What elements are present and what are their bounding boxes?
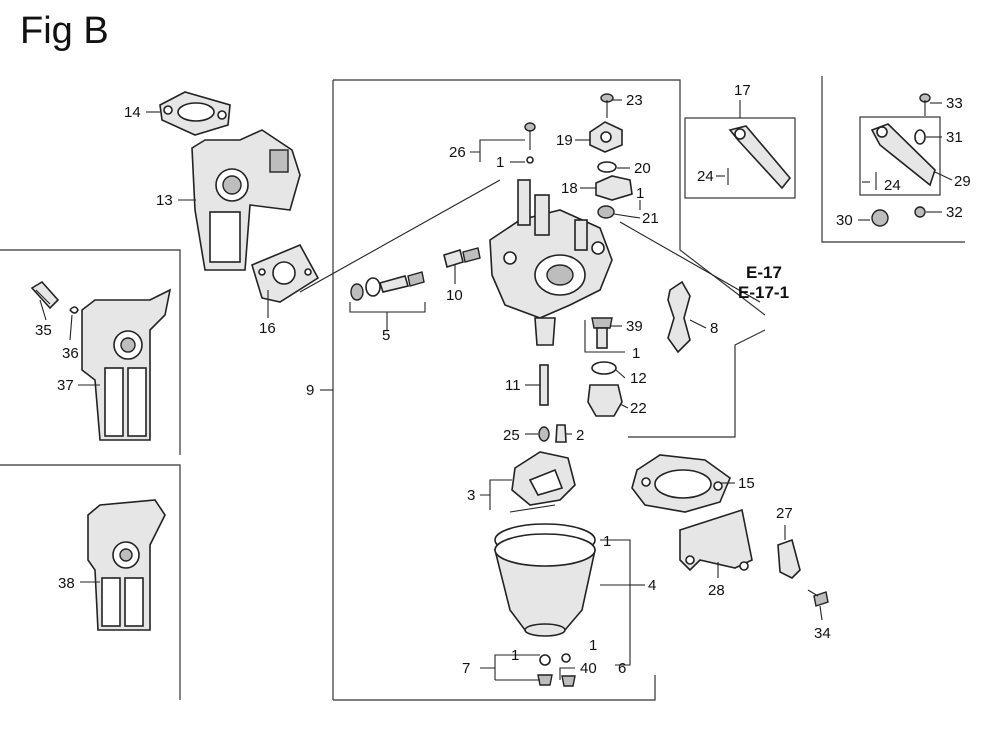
part-12-o-ring xyxy=(591,361,617,375)
part-34-bolt xyxy=(807,589,829,607)
part-13-insulator-bracket xyxy=(191,129,301,271)
part-27-lever xyxy=(777,538,801,579)
callout-15: 15 xyxy=(738,475,755,492)
leader-lines xyxy=(39,99,953,681)
part-22-cap xyxy=(587,384,623,417)
reference-e17: E-17 xyxy=(746,263,782,282)
part-35-spring xyxy=(30,280,60,310)
callout-40: 40 xyxy=(580,660,597,677)
part-25-jet xyxy=(538,426,550,442)
callout-25: 25 xyxy=(503,427,520,444)
bracket-variant-frames xyxy=(0,249,181,700)
callout-38: 38 xyxy=(58,575,75,592)
part-18-diaphragm-holder xyxy=(595,175,633,201)
callout-13: 13 xyxy=(156,192,173,209)
part-10-throttle-stop-screw xyxy=(443,247,481,269)
callout-3: 3 xyxy=(467,487,475,504)
callout-35: 35 xyxy=(35,322,52,339)
part-33-screw xyxy=(919,93,931,116)
callout-22: 22 xyxy=(630,400,647,417)
part-8-gasket xyxy=(667,280,691,354)
callout-39: 39 xyxy=(626,318,643,335)
part-7-drain-bolt xyxy=(537,654,553,686)
callout-36: 36 xyxy=(62,345,79,362)
figure-title: Fig B xyxy=(20,10,109,52)
part-31-washer xyxy=(914,129,926,145)
part-37-bracket xyxy=(81,288,172,441)
callout-32: 32 xyxy=(946,204,963,221)
callout-26: 26 xyxy=(449,144,466,161)
part-5-pilot-screw-set xyxy=(350,271,425,301)
callout-10: 10 xyxy=(446,287,463,304)
callout-7: 7 xyxy=(462,660,470,677)
callout-1-gasket: 1 xyxy=(603,533,611,550)
part-40-screw xyxy=(561,653,576,687)
callout-1-screw: 1 xyxy=(589,637,597,654)
callout-31: 31 xyxy=(946,129,963,146)
part-4-float-chamber xyxy=(493,533,596,637)
callout-14: 14 xyxy=(124,104,141,121)
callout-28: 28 xyxy=(708,582,725,599)
callout-8: 8 xyxy=(710,320,718,337)
part-17-choke-arm xyxy=(728,125,792,190)
callout-21: 21 xyxy=(642,210,659,227)
carburetor-group-frame xyxy=(332,79,766,701)
part-30-gear xyxy=(871,209,889,227)
callout-30: 30 xyxy=(836,212,853,229)
callout-34: 34 xyxy=(814,625,831,642)
part-19-cover xyxy=(589,121,623,153)
part-23-screw xyxy=(600,93,614,118)
callout-5: 5 xyxy=(382,327,390,344)
part-9-carburetor-body xyxy=(489,179,613,346)
callout-23: 23 xyxy=(626,92,643,109)
part-2-float-valve xyxy=(555,424,567,443)
part-16-gasket xyxy=(251,243,320,303)
callout-24-arm: 24 xyxy=(697,168,714,185)
reference-e17-1: E-17-1 xyxy=(738,283,789,302)
callout-18: 18 xyxy=(561,180,578,197)
part-20-o-ring xyxy=(597,161,617,173)
callout-37: 37 xyxy=(57,377,74,394)
callout-1-washer: 1 xyxy=(496,154,504,171)
callout-29: 29 xyxy=(954,173,971,190)
callout-12: 12 xyxy=(630,370,647,387)
part-36-clip xyxy=(69,306,79,314)
part-38-bracket xyxy=(87,499,166,631)
callout-1-drain: 1 xyxy=(511,647,519,664)
part-39-bolt xyxy=(591,317,613,349)
part-21-spring xyxy=(597,205,615,219)
callout-33: 33 xyxy=(946,95,963,112)
part-29-choke-lever xyxy=(870,123,936,187)
part-14-gasket xyxy=(159,91,231,136)
callout-9: 9 xyxy=(306,382,314,399)
part-28-bracket xyxy=(679,508,753,572)
part-11-main-nozzle xyxy=(539,364,549,406)
callout-labels: 14 13 16 9 35 36 37 38 5 10 26 1 23 19 2… xyxy=(35,82,971,677)
callout-11: 11 xyxy=(505,377,521,394)
choke-lever-group-frame xyxy=(821,76,965,243)
callout-1-bolt: 1 xyxy=(632,345,640,362)
part-26-screw xyxy=(524,122,536,164)
callout-19: 19 xyxy=(556,132,573,149)
callout-16: 16 xyxy=(259,320,276,337)
callout-27: 27 xyxy=(776,505,793,522)
callout-17: 17 xyxy=(734,82,751,99)
part-15-insulator xyxy=(631,454,731,513)
callout-4: 4 xyxy=(648,577,656,594)
callout-6: 6 xyxy=(618,660,626,677)
part-3-float xyxy=(509,451,576,513)
part-32-nut xyxy=(914,206,926,218)
callout-24-lever: 24 xyxy=(884,177,901,194)
callout-20: 20 xyxy=(634,160,651,177)
callout-1-holder: 1 xyxy=(636,185,644,202)
callout-2: 2 xyxy=(576,427,584,444)
